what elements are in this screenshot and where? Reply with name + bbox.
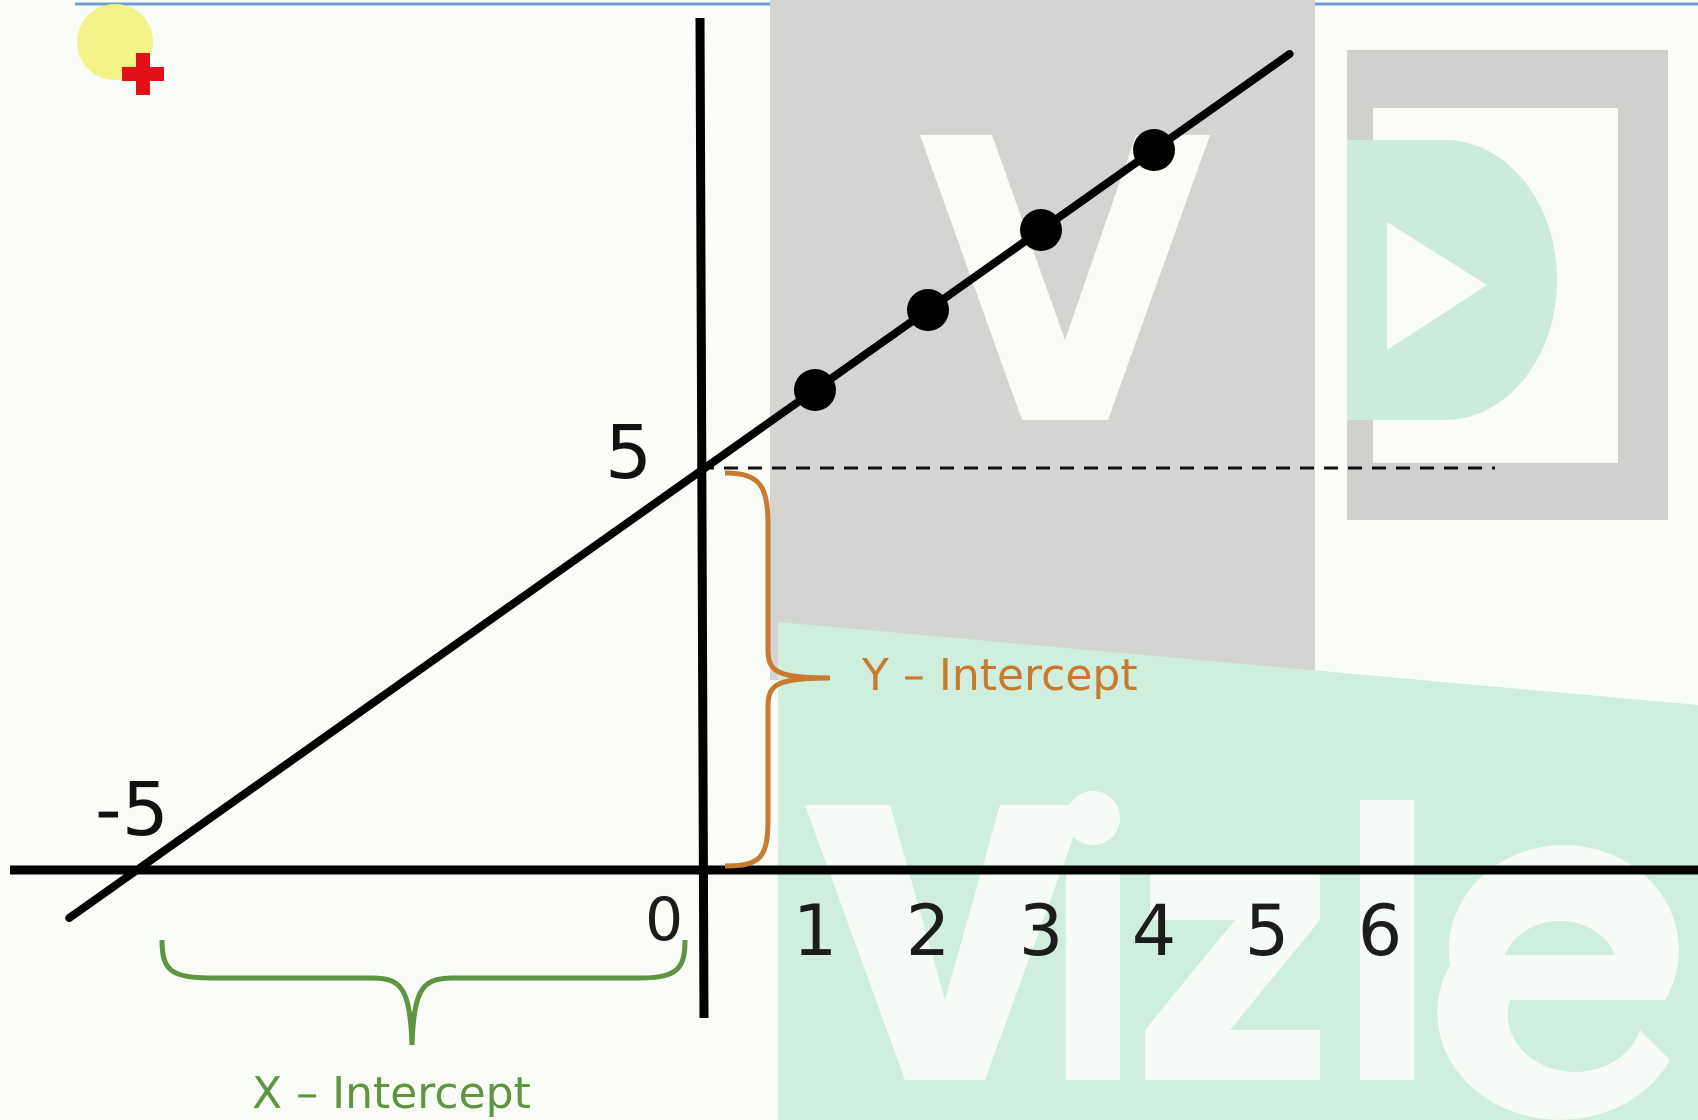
x-intercept-label: X – Intercept bbox=[252, 1068, 531, 1119]
watermark-v-letter bbox=[920, 135, 1210, 420]
plotted-points bbox=[794, 129, 1175, 411]
play-icon bbox=[1387, 222, 1487, 350]
x-tick-label-3: 3 bbox=[1019, 890, 1064, 972]
y-intercept-value: 5 bbox=[605, 410, 652, 496]
y-axis bbox=[695, 17, 709, 1019]
origin-label: 0 bbox=[645, 885, 683, 955]
y-intercept-label: Y – Intercept bbox=[861, 650, 1138, 701]
data-point-4 bbox=[1133, 129, 1175, 171]
y-intercept-brace bbox=[724, 470, 831, 869]
plotted-line bbox=[65, 50, 1294, 922]
data-point-2 bbox=[907, 289, 949, 331]
watermark-play-logo bbox=[1347, 50, 1668, 520]
red-cross-cursor-icon bbox=[77, 4, 164, 95]
x-tick-label-1: 1 bbox=[793, 890, 838, 972]
data-point-1 bbox=[794, 369, 836, 411]
x-intercept-brace bbox=[159, 939, 688, 1046]
x-tick-label-2: 2 bbox=[906, 890, 951, 972]
x-tick-label-6: 6 bbox=[1358, 890, 1403, 972]
x-tick-label-5: 5 bbox=[1245, 890, 1290, 972]
x-tick-label-4: 4 bbox=[1132, 890, 1177, 972]
x-intercept-value: -5 bbox=[95, 767, 169, 853]
data-point-3 bbox=[1020, 209, 1062, 251]
cursor-highlight bbox=[77, 4, 153, 80]
